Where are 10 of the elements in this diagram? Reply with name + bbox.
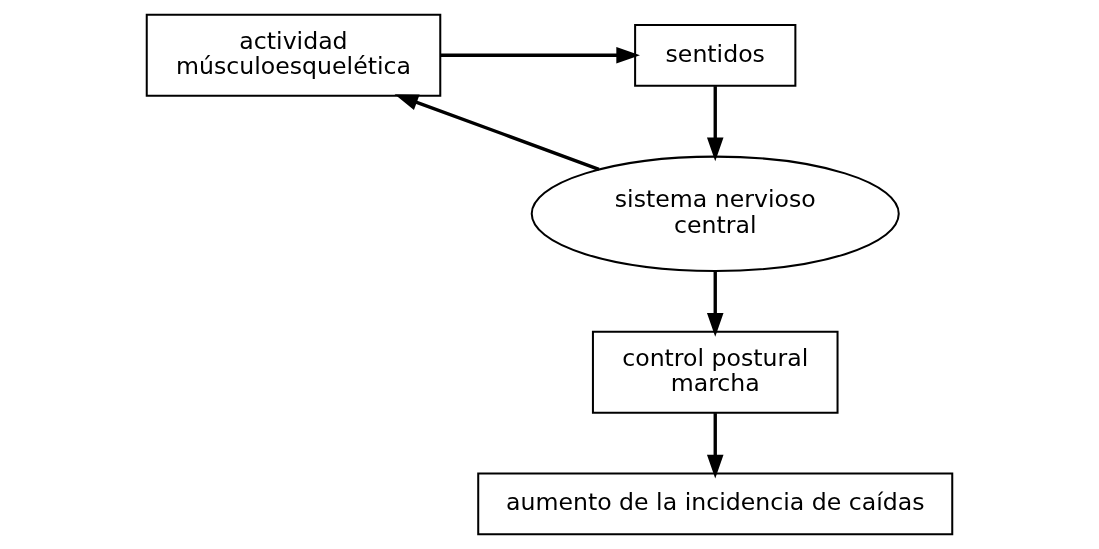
arrow bbox=[706, 413, 724, 479]
node-box: sentidos bbox=[634, 23, 797, 87]
node-box: aumento de la incidencia de caídas bbox=[477, 472, 954, 536]
arrow bbox=[394, 94, 600, 171]
arrow bbox=[706, 86, 724, 162]
node-ellipse: sistema nervioso central bbox=[530, 155, 900, 272]
arrow bbox=[440, 47, 640, 64]
node-box: control postural marcha bbox=[591, 330, 839, 414]
arrow bbox=[706, 271, 724, 337]
node-box: actividad músculoesquelética bbox=[145, 13, 442, 97]
